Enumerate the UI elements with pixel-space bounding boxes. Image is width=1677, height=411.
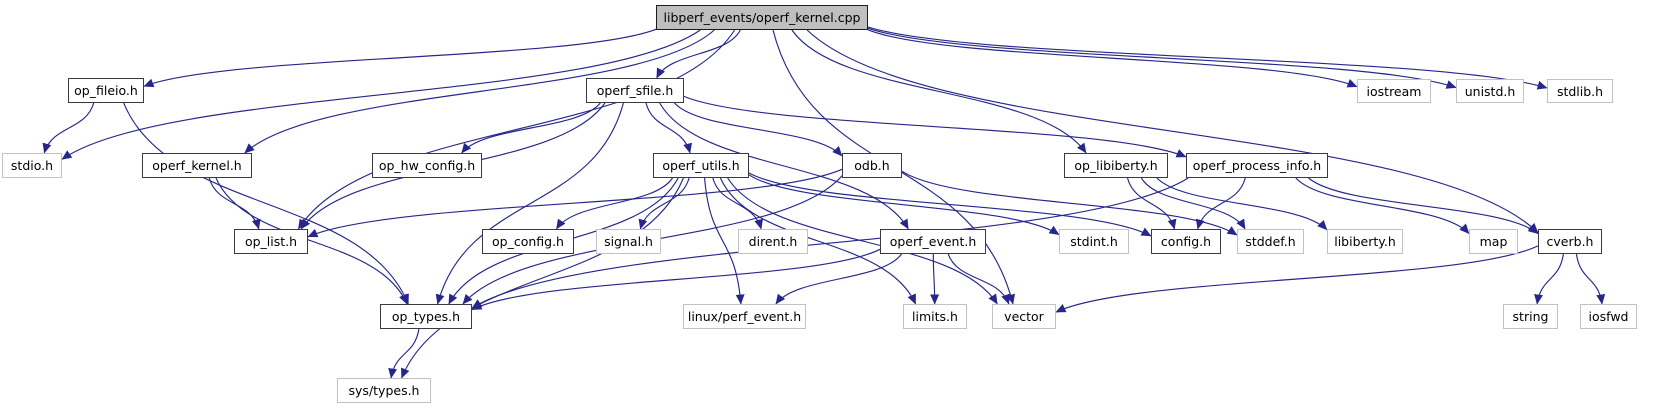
include-edge-operf-utils-to-signal: [638, 177, 690, 230]
include-edge-operf-kernel-to-op-types: [215, 177, 408, 305]
graph-node-op-fileio[interactable]: op_fileio.h: [68, 78, 144, 103]
graph-node-unistd[interactable]: unistd.h: [1456, 79, 1524, 103]
graph-node-stdlib[interactable]: stdlib.h: [1547, 79, 1613, 103]
graph-node-op-list[interactable]: op_list.h: [234, 229, 308, 254]
include-edge-root-to-operf-kernel: [244, 29, 715, 154]
include-edge-operf-process-info-to-map: [1295, 177, 1470, 234]
graph-node-operf-event[interactable]: operf_event.h: [880, 229, 986, 254]
graph-node-op-types[interactable]: op_types.h: [380, 304, 472, 329]
include-edge-operf-process-info-to-cverb: [1308, 177, 1539, 235]
include-edge-op-libiberty-to-stddef: [1140, 177, 1246, 230]
include-edge-root-to-unistd: [867, 27, 1457, 89]
include-edge-cverb-to-vector: [1055, 245, 1539, 313]
graph-node-op-libiberty[interactable]: op_libiberty.h: [1064, 153, 1168, 178]
include-edge-operf-kernel-to-op-list: [208, 177, 261, 230]
graph-node-vector[interactable]: vector: [992, 304, 1056, 329]
include-edge-op-libiberty-to-config: [1126, 177, 1177, 230]
include-edge-odb-to-op-list: [307, 168, 843, 238]
graph-node-odb[interactable]: odb.h: [842, 153, 902, 178]
include-edge-operf-sfile-to-op-hw-config: [461, 102, 601, 154]
graph-node-operf-process-info[interactable]: operf_process_info.h: [1186, 153, 1328, 178]
include-edge-root-to-op-libiberty: [791, 29, 1087, 154]
include-edge-root-to-op-fileio: [143, 28, 657, 88]
graph-node-signal[interactable]: signal.h: [596, 229, 661, 254]
include-edge-root-to-stdlib: [867, 26, 1548, 90]
graph-node-map[interactable]: map: [1469, 229, 1518, 254]
include-edge-operf-sfile-to-op-types: [435, 102, 624, 305]
include-edge-operf-event-to-op-types: [471, 248, 881, 311]
include-edge-cverb-to-string: [1534, 253, 1564, 305]
graph-node-operf-utils[interactable]: operf_utils.h: [653, 153, 749, 178]
include-edge-operf-utils-to-stdint: [748, 174, 1060, 236]
include-edge-op-types-to-sys-types: [388, 328, 420, 379]
graph-node-op-hw-config[interactable]: op_hw_config.h: [372, 153, 482, 178]
include-edge-odb-to-stddef: [901, 170, 1238, 236]
graph-node-linux-perf-event[interactable]: linux/perf_event.h: [683, 304, 806, 329]
include-edge-operf-utils-to-linux-perf-event: [704, 177, 745, 305]
graph-node-sys-types[interactable]: sys/types.h: [337, 378, 431, 403]
include-edge-operf-utils-to-limits: [719, 177, 917, 305]
graph-node-operf-sfile[interactable]: operf_sfile.h: [586, 78, 684, 103]
graph-node-stddef[interactable]: stddef.h: [1237, 229, 1304, 254]
graph-node-op-config[interactable]: op_config.h: [482, 229, 574, 254]
include-edge-operf-event-to-vector: [947, 253, 1010, 305]
include-edge-operf-utils-to-config: [748, 172, 1152, 237]
graph-node-stdio[interactable]: stdio.h: [2, 153, 62, 178]
graph-node-cverb[interactable]: cverb.h: [1538, 229, 1602, 254]
include-edge-operf-utils-to-vector: [727, 177, 998, 305]
graph-node-stdint[interactable]: stdint.h: [1059, 229, 1129, 254]
include-edge-operf-sfile-to-operf-event: [659, 102, 909, 230]
include-edge-root-to-op-list: [297, 29, 736, 230]
include-edge-operf-sfile-to-operf-process-info: [683, 95, 1187, 158]
include-edge-operf-sfile-to-operf-utils: [645, 102, 693, 154]
include-edge-root-to-cverb: [806, 29, 1539, 234]
include-edge-operf-utils-to-dirent: [712, 177, 763, 230]
graph-node-string[interactable]: string: [1503, 304, 1558, 329]
include-edge-operf-event-to-linux-perf-event: [775, 253, 903, 305]
graph-node-root: libperf_events/operf_kernel.cpp: [656, 5, 868, 30]
include-edge-operf-utils-to-sys-types: [401, 177, 684, 379]
include-edge-root-to-operf-sfile: [656, 29, 741, 79]
include-edge-operf-sfile-to-odb: [674, 102, 843, 157]
include-edge-operf-process-info-to-config: [1195, 177, 1246, 230]
graph-node-libiberty[interactable]: libiberty.h: [1327, 229, 1403, 254]
include-edge-op-fileio-to-stdio: [42, 102, 95, 154]
graph-node-iostream[interactable]: iostream: [1357, 79, 1431, 103]
include-edge-root-to-iostream: [867, 29, 1358, 88]
graph-node-operf-kernel[interactable]: operf_kernel.h: [142, 153, 252, 178]
include-edge-operf-process-info-to-op-types: [471, 177, 1189, 309]
graph-node-limits[interactable]: limits.h: [903, 304, 967, 329]
include-edge-op-fileio-to-op-types: [123, 102, 409, 305]
graph-node-iosfwd[interactable]: iosfwd: [1580, 304, 1637, 329]
include-edge-operf-event-to-limits: [930, 253, 940, 305]
include-edge-cverb-to-iosfwd: [1575, 253, 1606, 305]
graph-node-dirent[interactable]: dirent.h: [738, 229, 808, 254]
include-edge-root-to-stdio: [61, 29, 701, 160]
graph-node-config[interactable]: config.h: [1151, 229, 1221, 254]
include-edge-operf-utils-to-op-config: [556, 177, 673, 230]
